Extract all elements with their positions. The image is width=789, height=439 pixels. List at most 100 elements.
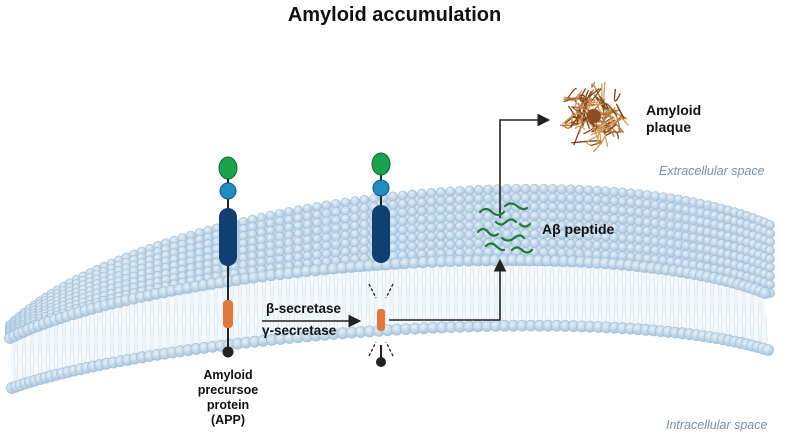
plaque-fibril [596,116,616,131]
intracellular-space-label: Intracellular space [666,418,768,432]
lipid-head [529,183,540,194]
lipid-head [600,240,611,251]
app-label: Amyloid precursoe protein (APP) [188,368,268,428]
lipid-head [626,233,636,244]
lipid-head [617,187,628,198]
lipid-head [464,238,475,249]
app-label-line1: Amyloid [203,368,253,382]
lipid-head [454,239,465,249]
lipid-head [359,219,370,230]
app-intracellular-tail [222,346,234,358]
peptide-release-arrow [389,258,507,321]
lipid-head [556,202,567,213]
lipid-head [538,211,549,221]
lipid-head [397,199,408,209]
plaque-fibril [566,87,577,100]
membrane-top-lipid-heads [5,183,775,343]
lipid-head [445,186,456,197]
lipid-head [426,222,437,233]
lipid-head [511,192,522,203]
lipid-head [592,203,602,214]
plaque-fibril [595,96,606,109]
plaque-fibril [586,115,612,123]
lipid-head [397,233,408,244]
lipid-head [435,187,446,197]
lipid-head [609,186,620,197]
beta-cleavage-marks [368,283,394,299]
lipid-head [600,186,611,196]
lipid-head [473,193,484,204]
lipid-head [454,221,465,232]
lipid-head [349,245,360,256]
plaque-fibril [562,113,583,134]
lipid-head [416,232,427,242]
lipid-head [426,231,437,242]
lipid-head [556,184,567,194]
lipid-head [464,212,475,222]
cleaved-navy-domain [372,205,390,263]
plaque-formation-arrow [499,113,551,218]
lipid-head [407,241,418,252]
lipid-head [407,215,418,226]
lipid-head [340,238,351,249]
plaque-fibril [563,97,587,123]
lipid-head [349,196,360,207]
lipid-head [529,192,540,203]
lipid-head [349,221,360,231]
lipid-head [547,202,558,212]
lipid-head [426,240,437,251]
lipid-head [592,194,602,205]
lipid-head [388,191,398,202]
amyloid-plaque-label-line1: Amyloid [646,102,702,118]
app-label-line4: (APP) [210,413,246,427]
gamma-cleavage-marks [368,341,394,357]
beta-secretase-label: β-secretase [266,301,342,316]
lipid-head [435,204,446,215]
lipid-head [501,229,512,239]
plaque-fibril [588,89,595,107]
app-protein-intact [218,156,238,358]
app-label-line3: protein [206,398,250,412]
plaque-fibril [613,88,621,102]
lipid-head [445,204,456,214]
plaque-fibril [570,111,585,146]
lipid-head [445,212,456,223]
lipid-head [626,197,636,208]
cleaved-orange-fragment [377,309,385,331]
lipid-head [634,243,644,254]
lipid-head [492,193,503,204]
lipid-head [565,239,576,249]
plaque-fibril [615,103,625,120]
plaque-fibril [567,105,579,125]
lipid-head [574,184,585,195]
lipid-head [483,211,494,222]
lipid-head [359,211,370,222]
lipid-head [592,185,602,196]
lipid-head [565,193,576,204]
lipid-head [445,221,456,232]
plaque-fibril [575,97,592,111]
lipid-head [520,192,531,203]
amyloid-plaque-icon [559,81,629,153]
lipid-head [565,202,576,213]
lipid-head [397,207,408,218]
lipid-head [520,238,531,248]
lipid-head [416,206,427,216]
lipid-head [592,240,602,251]
lipid-head [359,245,370,255]
lipid-head [454,194,465,205]
lipid-head [583,239,594,250]
lipid-head [538,183,549,194]
lipid-head [634,198,644,209]
lipid-head [445,195,456,206]
lipid-head [454,185,465,196]
lipid-head [435,231,446,241]
lipid-head [416,197,427,208]
lipid-head [538,192,549,203]
lipid-head [574,239,585,250]
plaque-fibril [588,123,601,145]
lipid-head [617,233,628,243]
app-green-domain [218,156,238,180]
lipid-head [492,184,503,195]
lipid-head [565,211,576,222]
